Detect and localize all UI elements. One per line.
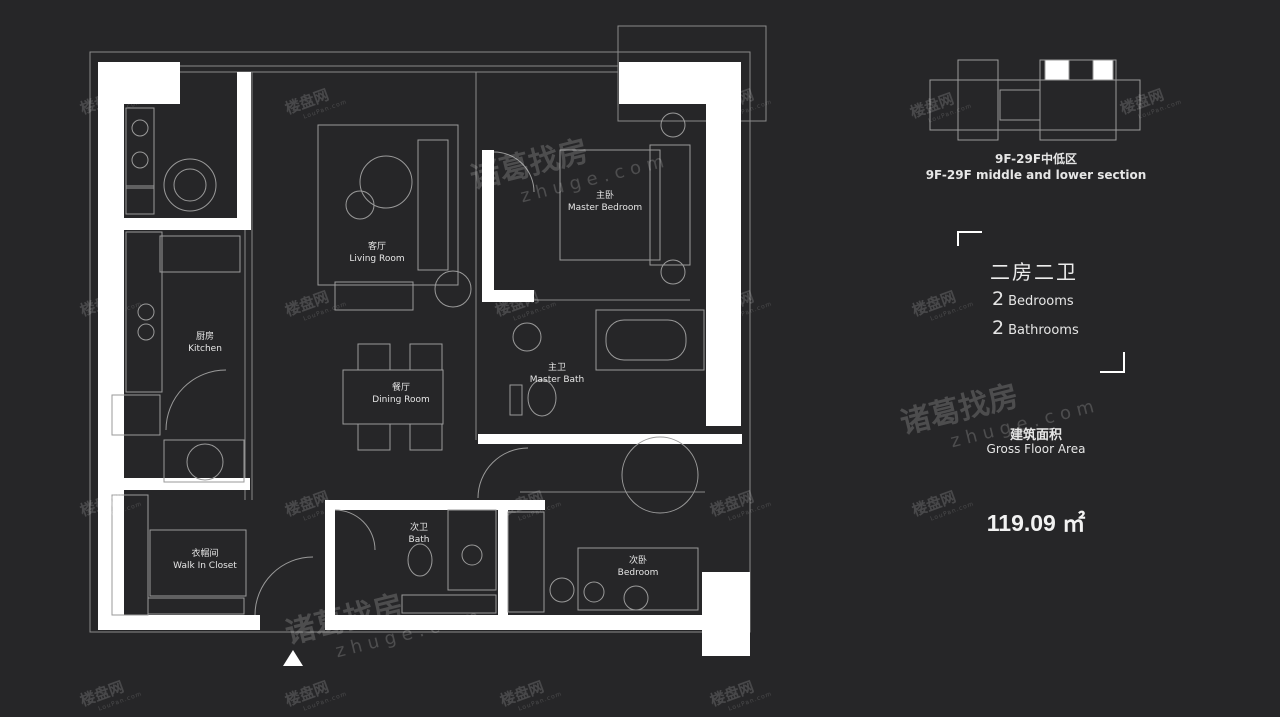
key-plan	[929, 59, 1141, 141]
gross-area-cn: 建筑面积	[1009, 428, 1063, 443]
bathrooms-count: 2	[992, 317, 1005, 339]
bathrooms-text: Bathrooms	[1008, 323, 1079, 338]
section-title-cn: 9F-29F中低区	[994, 152, 1078, 166]
entry-triangle-icon	[283, 650, 303, 666]
bedrooms-text: Bedrooms	[1008, 294, 1074, 309]
gross-area-value: 119.09 ㎡	[986, 510, 1086, 536]
furniture	[111, 107, 705, 616]
section-title-en: 9F-29F middle and lower section	[925, 168, 1147, 182]
bedrooms-count: 2	[992, 288, 1005, 310]
door-swings	[165, 151, 535, 616]
brackets	[957, 231, 1125, 373]
unit-type-cn: 二房二卫	[990, 260, 1078, 284]
gross-area-en: Gross Floor Area	[986, 442, 1086, 456]
walls	[98, 62, 750, 656]
